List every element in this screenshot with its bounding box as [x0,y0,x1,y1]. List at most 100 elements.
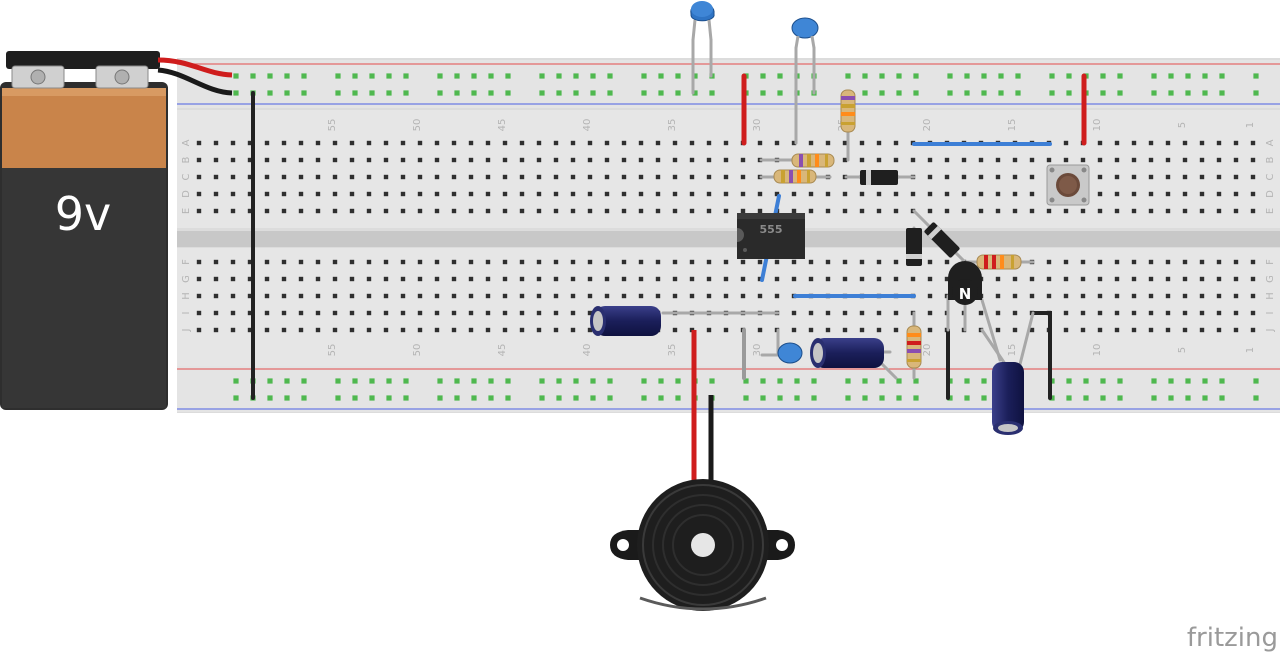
breadboard-hole[interactable] [536,174,542,180]
breadboard-hole[interactable] [281,276,287,282]
breadboard-hole[interactable] [434,327,440,333]
rail-hole[interactable] [590,73,596,79]
breadboard-hole[interactable] [264,191,270,197]
breadboard-hole[interactable] [332,157,338,163]
breadboard-hole[interactable] [995,276,1001,282]
breadboard-hole[interactable] [638,293,644,299]
rail-hole[interactable] [437,73,443,79]
rail-hole[interactable] [1049,90,1055,96]
resistor-3[interactable] [976,254,1022,270]
breadboard-hole[interactable] [927,191,933,197]
breadboard-hole[interactable] [638,174,644,180]
rail-hole[interactable] [1083,378,1089,384]
breadboard-hole[interactable] [417,293,423,299]
breadboard-hole[interactable] [417,208,423,214]
rail-hole[interactable] [607,395,613,401]
breadboard-hole[interactable] [281,140,287,146]
breadboard-hole[interactable] [621,157,627,163]
breadboard-hole[interactable] [621,191,627,197]
rail-hole[interactable] [1202,73,1208,79]
breadboard-hole[interactable] [332,208,338,214]
breadboard-hole[interactable] [689,208,695,214]
rail-hole[interactable] [794,378,800,384]
piezo-buzzer[interactable] [610,330,795,611]
breadboard-hole[interactable] [315,157,321,163]
rail-hole[interactable] [301,395,307,401]
breadboard-hole[interactable] [298,276,304,282]
breadboard-hole[interactable] [417,191,423,197]
breadboard-hole[interactable] [893,276,899,282]
breadboard-hole[interactable] [349,310,355,316]
rail-hole[interactable] [590,90,596,96]
breadboard-hole[interactable] [1012,276,1018,282]
breadboard-hole[interactable] [842,310,848,316]
rail-hole[interactable] [573,378,579,384]
rail-hole[interactable] [1015,73,1021,79]
breadboard-hole[interactable] [1182,259,1188,265]
breadboard-hole[interactable] [1012,327,1018,333]
breadboard-hole[interactable] [468,157,474,163]
breadboard-hole[interactable] [757,293,763,299]
breadboard-hole[interactable] [638,276,644,282]
breadboard-hole[interactable] [1165,293,1171,299]
breadboard-hole[interactable] [1148,276,1154,282]
breadboard-hole[interactable] [706,157,712,163]
rail-hole[interactable] [1185,378,1191,384]
breadboard-hole[interactable] [927,276,933,282]
rail-hole[interactable] [760,378,766,384]
breadboard-hole[interactable] [655,157,661,163]
breadboard-hole[interactable] [400,276,406,282]
breadboard-hole[interactable] [757,327,763,333]
rail-hole[interactable] [301,90,307,96]
breadboard-hole[interactable] [1165,276,1171,282]
breadboard-hole[interactable] [978,310,984,316]
rail-hole[interactable] [913,73,919,79]
breadboard-hole[interactable] [400,191,406,197]
breadboard-hole[interactable] [689,140,695,146]
breadboard-hole[interactable] [706,259,712,265]
breadboard-hole[interactable] [281,157,287,163]
breadboard-hole[interactable] [672,276,678,282]
breadboard-hole[interactable] [434,310,440,316]
breadboard-hole[interactable] [961,208,967,214]
breadboard-hole[interactable] [1097,157,1103,163]
npn-transistor[interactable]: N [948,261,982,305]
breadboard-hole[interactable] [587,310,593,316]
breadboard-hole[interactable] [587,208,593,214]
breadboard-hole[interactable] [1216,174,1222,180]
breadboard-hole[interactable] [944,259,950,265]
rail-hole[interactable] [284,73,290,79]
breadboard-hole[interactable] [451,191,457,197]
breadboard-hole[interactable] [1131,259,1137,265]
rail-hole[interactable] [335,90,341,96]
breadboard-hole[interactable] [519,140,525,146]
breadboard-hole[interactable] [502,276,508,282]
breadboard-hole[interactable] [1250,174,1256,180]
breadboard-hole[interactable] [519,174,525,180]
breadboard-hole[interactable] [706,140,712,146]
breadboard-hole[interactable] [740,276,746,282]
breadboard-hole[interactable] [213,293,219,299]
breadboard-hole[interactable] [1097,293,1103,299]
ceramic-capacitor-2[interactable] [791,17,819,49]
rail-hole[interactable] [403,90,409,96]
breadboard-hole[interactable] [485,327,491,333]
rail-hole[interactable] [352,378,358,384]
breadboard-hole[interactable] [247,276,253,282]
breadboard-hole[interactable] [332,276,338,282]
breadboard-hole[interactable] [196,140,202,146]
breadboard-hole[interactable] [723,191,729,197]
breadboard-hole[interactable] [1131,174,1137,180]
rail-hole[interactable] [1219,73,1225,79]
breadboard-hole[interactable] [332,259,338,265]
rail-hole[interactable] [488,378,494,384]
breadboard-hole[interactable] [672,191,678,197]
breadboard-hole[interactable] [400,259,406,265]
rail-hole[interactable] [403,378,409,384]
breadboard-hole[interactable] [332,140,338,146]
breadboard-hole[interactable] [451,327,457,333]
breadboard-hole[interactable] [468,310,474,316]
breadboard-hole[interactable] [349,157,355,163]
breadboard-hole[interactable] [876,327,882,333]
breadboard-hole[interactable] [1148,310,1154,316]
